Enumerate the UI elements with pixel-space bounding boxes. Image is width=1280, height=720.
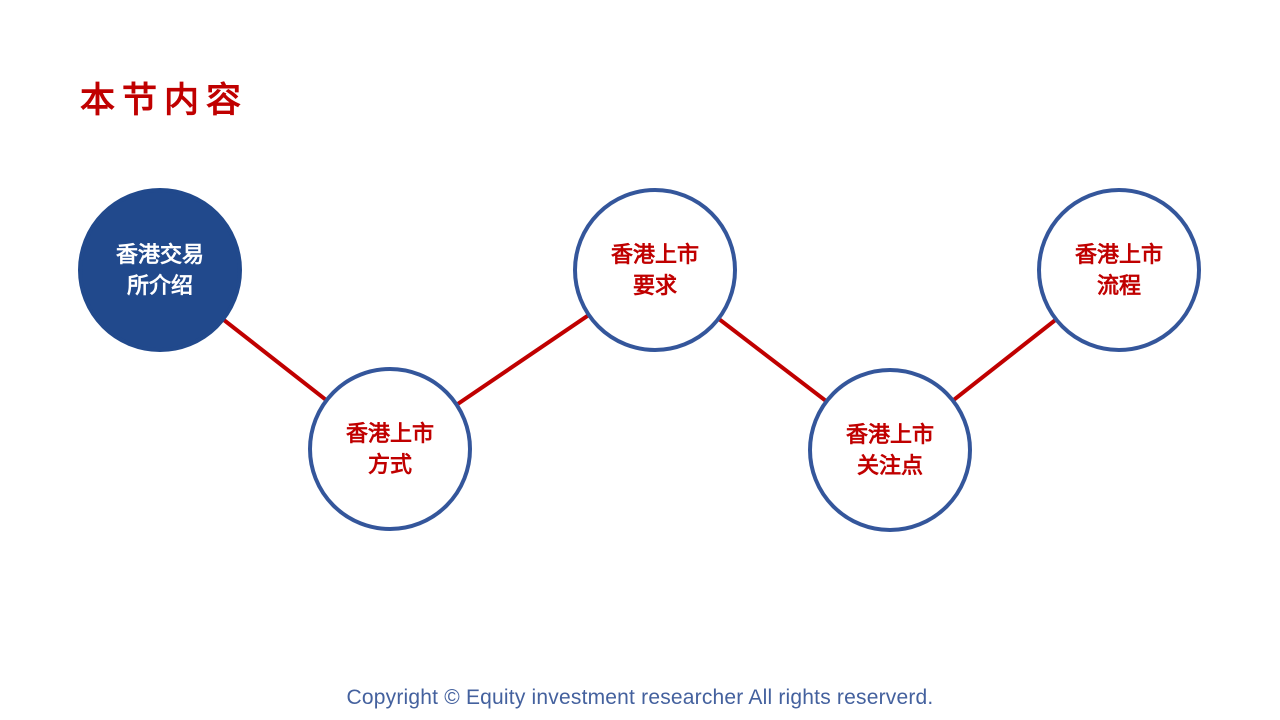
node-label-line: 要求 [632, 273, 677, 298]
node-label-line: 香港上市 [345, 421, 434, 446]
node-label-line: 流程 [1096, 273, 1141, 298]
node-label-line: 方式 [367, 452, 412, 477]
node-label-line: 香港上市 [1074, 242, 1163, 267]
copyright-footer: Copyright © Equity investment researcher… [346, 686, 934, 709]
node-hk-listing-focus-points: 香港上市 关注点 [808, 368, 972, 532]
node-hk-listing-methods: 香港上市 方式 [308, 367, 472, 531]
node-hk-listing-requirements: 香港上市 要求 [573, 188, 737, 352]
node-label-line: 香港上市 [610, 242, 699, 267]
page-title: 本节内容 [80, 81, 249, 120]
node-label-line: 所介绍 [126, 273, 193, 298]
node-label-line: 关注点 [856, 453, 923, 478]
node-label-line: 香港交易 [115, 242, 204, 267]
node-label-line: 香港上市 [845, 422, 934, 447]
node-hk-listing-process: 香港上市 流程 [1037, 188, 1201, 352]
node-hk-exchange-intro: 香港交易 所介绍 [78, 188, 242, 352]
